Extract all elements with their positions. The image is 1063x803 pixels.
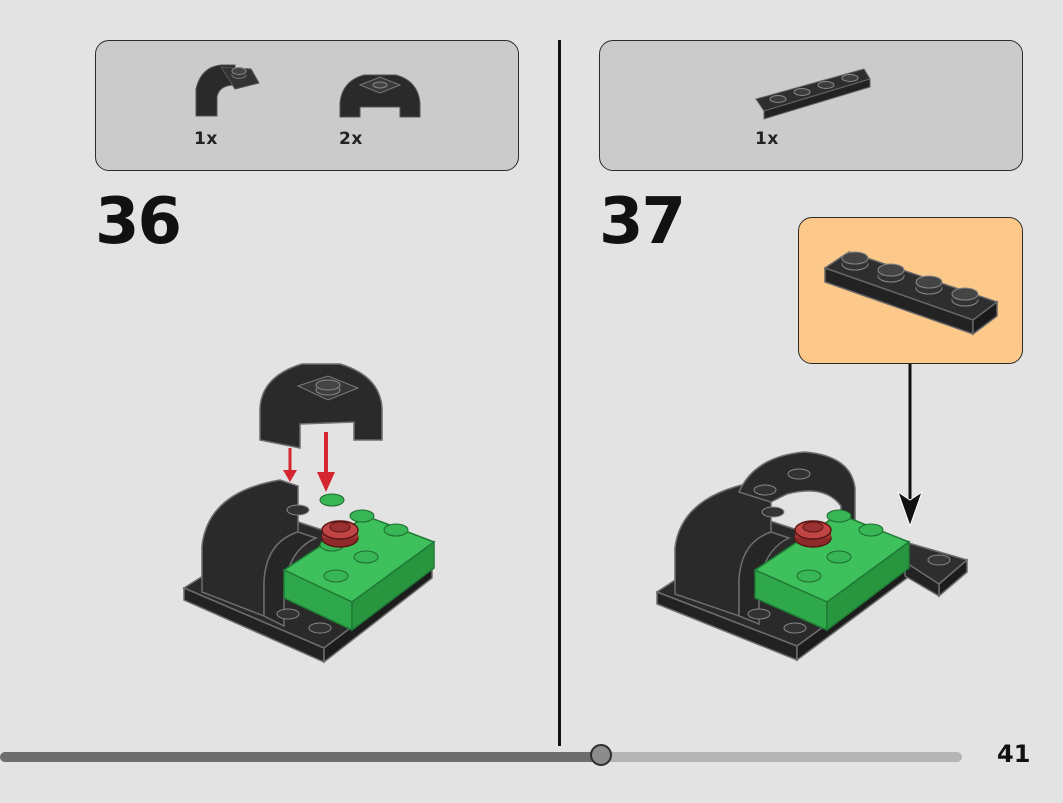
page-divider bbox=[558, 40, 561, 746]
part-quantity: 1x bbox=[194, 129, 218, 149]
step-number-37: 37 bbox=[599, 185, 686, 259]
part-quantity: 2x bbox=[339, 129, 363, 149]
curved-slope-part-icon bbox=[195, 64, 260, 117]
plate-1x4-part-icon bbox=[755, 68, 871, 120]
callout-box bbox=[798, 217, 1023, 364]
curved-arch-part-icon bbox=[339, 74, 421, 118]
progress-bar-fill bbox=[0, 752, 601, 762]
parts-list-box-step-37: 1x bbox=[599, 40, 1023, 171]
plate-1x4-callout-icon bbox=[823, 251, 999, 336]
incoming-arch-brick bbox=[259, 363, 383, 449]
part-quantity: 1x bbox=[755, 129, 779, 149]
step-36-build-illustration bbox=[182, 363, 436, 664]
placement-arrows bbox=[283, 432, 335, 492]
plate-studs bbox=[841, 251, 979, 307]
progress-bar-handle[interactable] bbox=[590, 744, 612, 766]
page-number: 41 bbox=[997, 740, 1031, 768]
step-37-build-illustration bbox=[655, 451, 969, 662]
callout-arrow bbox=[897, 364, 923, 528]
parts-list-box-step-36: 1x 2x bbox=[95, 40, 519, 171]
step-number-36: 36 bbox=[95, 185, 182, 259]
